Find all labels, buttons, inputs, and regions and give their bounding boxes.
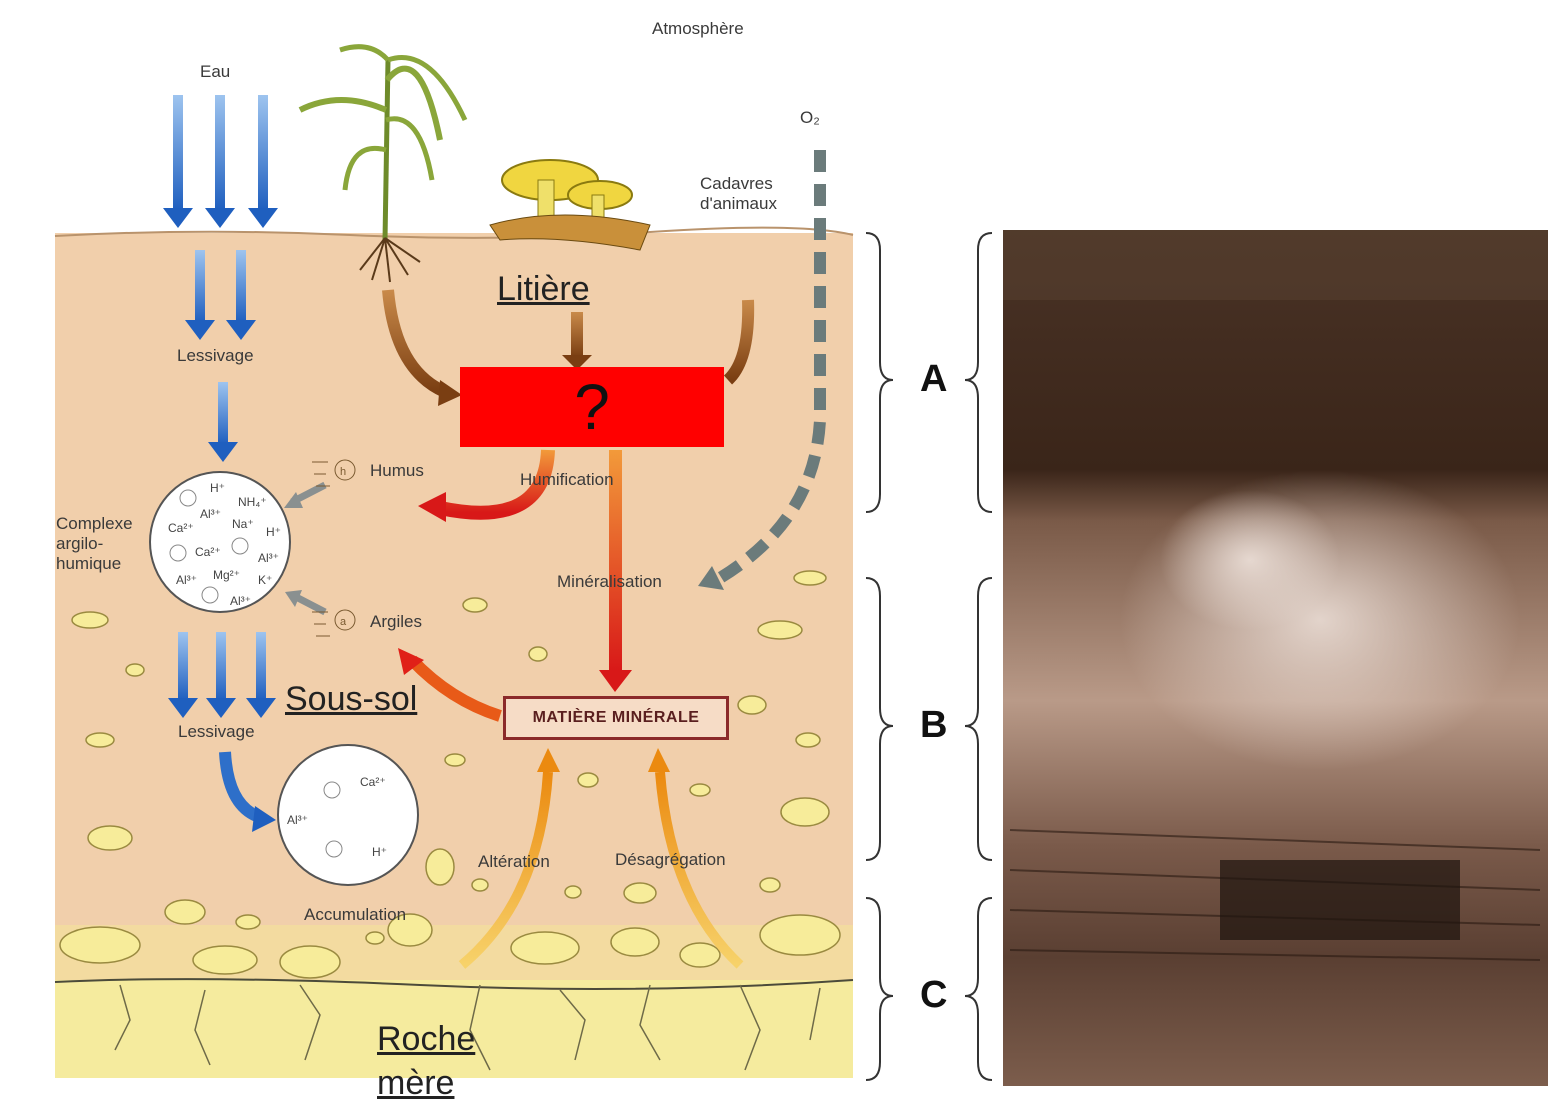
water-label: Eau <box>200 62 231 81</box>
complex-ion-label: Ca²⁺ <box>168 521 194 535</box>
complex-ion-label: Al³⁺ <box>258 551 279 565</box>
clays-label: Argiles <box>370 612 422 631</box>
mineral-matter-box: MATIÈRE MINÉRALE <box>503 696 729 740</box>
accumulation-ion-label: Ca²⁺ <box>360 775 386 789</box>
complex-label-line2: argilo- <box>56 534 104 553</box>
complex-ion-label: Al³⁺ <box>230 594 251 608</box>
humification-label: Humification <box>520 470 614 489</box>
mineralisation-label: Minéralisation <box>557 572 662 591</box>
hidden-answer-box: ? <box>460 367 724 447</box>
horizon-braces-right <box>964 232 993 1081</box>
subsoil-zone-label: Sous-sol <box>285 680 418 718</box>
svg-text:a: a <box>340 616 347 628</box>
svg-text:h: h <box>340 466 346 478</box>
complex-ion-label: H⁺ <box>266 525 281 539</box>
accumulation-ion-label: Al³⁺ <box>287 813 308 827</box>
alteration-label: Altération <box>478 852 550 871</box>
transformation-arrows <box>398 449 744 969</box>
complex-ion-label: Mg²⁺ <box>213 568 240 582</box>
leaching-label-top: Lessivage <box>177 346 254 365</box>
clay-symbol: a <box>312 609 356 637</box>
horizon-braces-left <box>865 232 894 1081</box>
animal-carcasses-label-line1: Cadavres <box>700 174 773 193</box>
bedrock-layer <box>55 980 853 1078</box>
humus-label: Humus <box>370 461 424 480</box>
horizon-c-label: C <box>920 974 948 1016</box>
bedrock-cracks <box>114 984 821 1071</box>
complex-ion-label: Na⁺ <box>232 517 254 531</box>
pebbles <box>59 570 841 979</box>
complex-ion-label: Al³⁺ <box>176 573 197 587</box>
oxygen-dashed-arrow <box>716 150 826 584</box>
complex-label-line1: Complexe <box>56 514 133 533</box>
water-arrows <box>163 95 278 832</box>
accumulation-circle: Ca²⁺ Al³⁺ H⁺ <box>277 744 419 886</box>
horizon-a-label: A <box>920 358 948 400</box>
plant-illustration <box>298 44 468 283</box>
complex-ion-label: NH₄⁺ <box>238 495 267 509</box>
soil-profile-photo <box>1003 230 1548 1086</box>
animal-carcasses-label-line2: d'animaux <box>700 194 777 213</box>
oxygen-label: O₂ <box>800 108 820 127</box>
mushroom-illustration <box>489 159 651 251</box>
mineral-matter-label: MATIÈRE MINÉRALE <box>532 709 700 726</box>
litter-zone-label: Litière <box>497 270 590 308</box>
clay-humus-complex-circle: H⁺ NH₄⁺ Al³⁺ Na⁺ Ca²⁺ H⁺ Ca²⁺ Al³⁺ Al³⁺ … <box>149 471 291 613</box>
humus-symbol: h <box>312 459 356 487</box>
litter-arrows <box>382 289 755 406</box>
complex-label-line3: humique <box>56 554 122 573</box>
exchange-arrows <box>284 481 327 616</box>
ground-surface-line <box>54 226 854 239</box>
accumulation-ion-label: H⁺ <box>372 845 387 859</box>
disaggregation-label: Désagrégation <box>615 850 726 869</box>
question-mark: ? <box>574 371 610 443</box>
bedrock-zone-label-line1: Roche <box>377 1020 476 1058</box>
complex-ion-label: Ca²⁺ <box>195 545 221 559</box>
accumulation-label: Accumulation <box>304 905 407 924</box>
leaching-label-bottom: Lessivage <box>178 722 255 741</box>
complex-ion-label: K⁺ <box>258 573 272 587</box>
atmosphere-label: Atmosphère <box>652 19 744 38</box>
complex-ion-label: H⁺ <box>210 481 225 495</box>
complex-ion-label: Al³⁺ <box>200 507 221 521</box>
horizon-b-label: B <box>920 704 948 746</box>
bedrock-zone-label-line2: mère <box>377 1064 455 1102</box>
